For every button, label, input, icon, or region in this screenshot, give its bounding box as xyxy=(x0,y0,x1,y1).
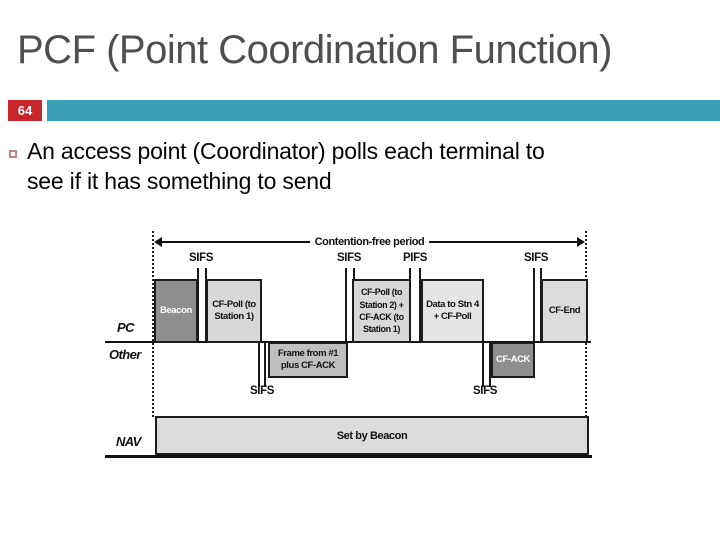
sifs-gap-line xyxy=(345,268,347,343)
contention-free-period-arrow: Contention-free period xyxy=(154,236,585,248)
frame-from-1-label: Frame from #1 xyxy=(277,348,339,359)
sifs-gap-line xyxy=(482,343,484,387)
frame-from-1-label: plus CF-ACK xyxy=(280,360,336,371)
nav-set-by-beacon-box: Set by Beacon xyxy=(155,416,589,455)
pifs-label: PIFS xyxy=(403,252,427,264)
bullet-square-icon xyxy=(9,150,17,158)
cf-ack-label: CF-ACK xyxy=(495,354,530,365)
data-to-stn-4-label: + CF-Poll xyxy=(433,311,472,322)
cf-ack-box: CF-ACK xyxy=(491,342,535,378)
title-underline-bar xyxy=(47,100,720,121)
cf-poll-station-1-box: CF-Poll (to Station 1) xyxy=(206,279,262,343)
sifs-gap-line xyxy=(489,343,491,387)
nav-set-by-beacon-label: Set by Beacon xyxy=(336,429,408,442)
cf-poll-station-2-label: Station 2) + xyxy=(359,299,404,310)
page-number-badge: 64 xyxy=(8,100,42,121)
cfp-start-dotted-line xyxy=(152,231,154,417)
arrowhead-left-icon xyxy=(154,237,162,247)
sifs-label-5: SIFS xyxy=(473,385,497,397)
cf-poll-station-2-label: CF-ACK (to xyxy=(359,312,404,322)
sifs-gap-line xyxy=(197,268,199,343)
cf-poll-station-2-box: CF-Poll (to Station 2) + CF-ACK (to Stat… xyxy=(352,279,411,343)
frame-from-1-box: Frame from #1 plus CF-ACK xyxy=(268,342,348,378)
cf-poll-station-1-label: CF-Poll (to xyxy=(212,298,256,310)
bullet-text: An access point (Coordinator) polls each… xyxy=(27,136,717,196)
nav-row-baseline xyxy=(105,455,592,458)
bullet-text-line-2: see if it has something to send xyxy=(27,168,332,194)
data-to-stn-4-box: Data to Stn 4 + CF-Poll xyxy=(421,279,484,343)
beacon-box-label: Beacon xyxy=(160,304,192,316)
cf-poll-station-2-label: CF-Poll (to xyxy=(360,287,403,298)
sifs-label-1: SIFS xyxy=(189,252,213,264)
arrowhead-right-icon xyxy=(577,237,585,247)
nav-row-label: NAV xyxy=(116,434,141,449)
contention-free-period-label: Contention-free period xyxy=(309,236,430,248)
sifs-gap-line xyxy=(258,343,260,387)
sifs-label-4: SIFS xyxy=(250,385,274,397)
cf-poll-station-2-label: Station 1) xyxy=(362,324,400,335)
sifs-gap-line xyxy=(264,343,266,387)
cf-end-label: CF-End xyxy=(548,304,581,316)
pcf-timing-diagram: Contention-free period SIFS SIFS PIFS SI… xyxy=(105,228,605,468)
data-to-stn-4-label: Data to Stn 4 xyxy=(426,298,479,310)
pc-row-label: PC xyxy=(117,320,134,335)
other-row-label: Other xyxy=(109,347,141,362)
sifs-label-2: SIFS xyxy=(337,252,361,264)
cf-poll-station-1-label: Station 1) xyxy=(214,311,254,322)
sifs-label-3: SIFS xyxy=(524,252,548,264)
bullet-text-line-1: An access point (Coordinator) polls each… xyxy=(27,138,545,164)
pifs-gap-line xyxy=(419,268,421,343)
beacon-box: Beacon xyxy=(154,279,198,343)
pc-row-baseline xyxy=(105,341,591,343)
sifs-gap-line xyxy=(533,268,535,343)
cf-end-box: CF-End xyxy=(541,279,588,343)
page-title: PCF (Point Coordination Function) xyxy=(17,28,612,72)
